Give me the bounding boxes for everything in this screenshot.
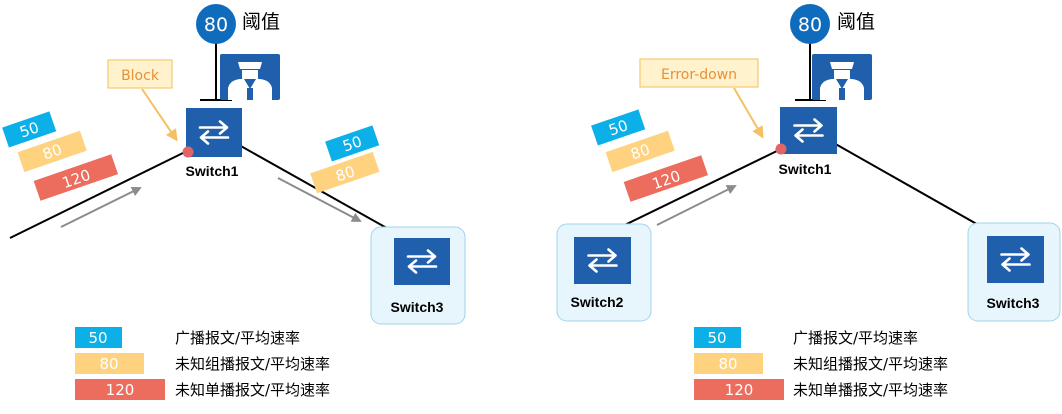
svg-text:120: 120	[650, 167, 683, 193]
switch-icon	[186, 108, 242, 157]
threshold-label: 阈值	[837, 11, 875, 33]
svg-text:80: 80	[628, 140, 652, 163]
threshold-circle-icon	[196, 4, 236, 44]
switch1-label: Switch1	[186, 163, 239, 179]
threshold-value: 80	[204, 14, 228, 36]
ingress-tags-right: 50 80 120	[591, 109, 709, 202]
callout-box	[639, 58, 759, 88]
legend-label-broadcast: 广播报文/平均速率	[175, 329, 300, 347]
svg-text:120: 120	[60, 166, 93, 192]
police-officer-icon	[220, 54, 280, 100]
tag-unknown-multicast	[310, 151, 380, 194]
threshold-label: 阈值	[242, 11, 280, 33]
switch3-label: Switch3	[391, 299, 444, 315]
tag-unknown-unicast	[623, 155, 709, 202]
svg-text:50: 50	[606, 116, 630, 139]
legend-swatch-multicast	[694, 353, 763, 374]
police-officer-icon	[812, 54, 872, 100]
switch3-left: Switch3	[370, 226, 466, 325]
legend-label-unicast: 未知单播报文/平均速率	[793, 381, 948, 399]
callout-text: Error-down	[661, 67, 737, 83]
svg-text:50: 50	[17, 118, 41, 141]
tag-broadcast	[591, 109, 646, 146]
switch3-right: Switch3	[967, 222, 1061, 322]
flow-arrow-in	[656, 185, 737, 226]
link-ingress-left	[9, 150, 188, 239]
svg-text:120: 120	[106, 381, 135, 399]
switch-icon	[394, 238, 450, 285]
legend-swatch-unicast	[694, 379, 784, 400]
left-panel: 80 阈值 Block Switch1 Switch3	[2, 4, 466, 400]
svg-text:120: 120	[725, 381, 754, 399]
right-panel: 80 阈值 Error-down Switch1 Switch2	[556, 4, 1061, 400]
switch1-left: Switch1	[182, 108, 242, 179]
legend-label-unicast: 未知单播报文/平均速率	[175, 381, 330, 399]
legend-right: 50 广播报文/平均速率 80 未知组播报文/平均速率 120 未知单播报文/平…	[694, 327, 948, 400]
switch2-right: Switch2	[556, 223, 652, 322]
callout-error-down: Error-down	[639, 58, 764, 139]
link-switch2-switch1	[599, 148, 782, 238]
legend-left: 50 广播报文/平均速率 80 未知组播报文/平均速率 120 未知单播报文/平…	[75, 327, 330, 400]
callout-arrow-icon	[733, 87, 764, 139]
legend-swatch-multicast	[75, 353, 144, 374]
callout-text: Block	[121, 68, 160, 84]
switch-icon	[987, 236, 1044, 283]
legend-swatch-broadcast	[694, 327, 741, 348]
flow-arrow-out	[277, 177, 362, 222]
legend-swatch-broadcast	[75, 327, 122, 348]
egress-tags-left: 50 80	[310, 125, 380, 194]
threshold-circle-icon	[790, 4, 830, 44]
legend-label-multicast: 未知组播报文/平均速率	[175, 355, 330, 373]
switch-icon	[574, 237, 631, 284]
legend-label-multicast: 未知组播报文/平均速率	[793, 355, 948, 373]
tag-unknown-unicast	[33, 154, 119, 201]
flow-arrow-in	[60, 187, 142, 228]
svg-text:50: 50	[707, 329, 726, 347]
switch-icon	[780, 107, 837, 154]
switch3-label: Switch3	[987, 295, 1040, 311]
threshold-left: 80 阈值	[196, 4, 280, 101]
switch1-right: Switch1	[775, 107, 837, 177]
port-dot	[182, 146, 194, 158]
switch2-label: Switch2	[571, 294, 624, 310]
svg-text:80: 80	[99, 355, 118, 373]
svg-text:80: 80	[718, 355, 737, 373]
port-dot	[775, 143, 787, 155]
legend-label-broadcast: 广播报文/平均速率	[793, 329, 918, 347]
svg-text:50: 50	[340, 132, 364, 155]
tag-broadcast	[325, 125, 380, 162]
link-switch1-switch3-left	[238, 144, 409, 241]
threshold-value: 80	[798, 14, 822, 36]
tag-broadcast	[2, 111, 57, 148]
tag-unknown-multicast	[17, 130, 87, 173]
switch1-label: Switch1	[779, 161, 832, 177]
callout-block: Block	[107, 59, 178, 142]
tag-unknown-multicast	[605, 130, 675, 173]
callout-arrow-icon	[141, 88, 178, 142]
threshold-right: 80 阈值	[790, 4, 875, 101]
ingress-tags-left: 50 80 120	[2, 111, 119, 201]
svg-text:80: 80	[40, 140, 64, 163]
legend-swatch-unicast	[75, 379, 165, 400]
svg-text:50: 50	[88, 329, 107, 347]
callout-box	[107, 59, 173, 89]
svg-text:80: 80	[333, 162, 357, 185]
